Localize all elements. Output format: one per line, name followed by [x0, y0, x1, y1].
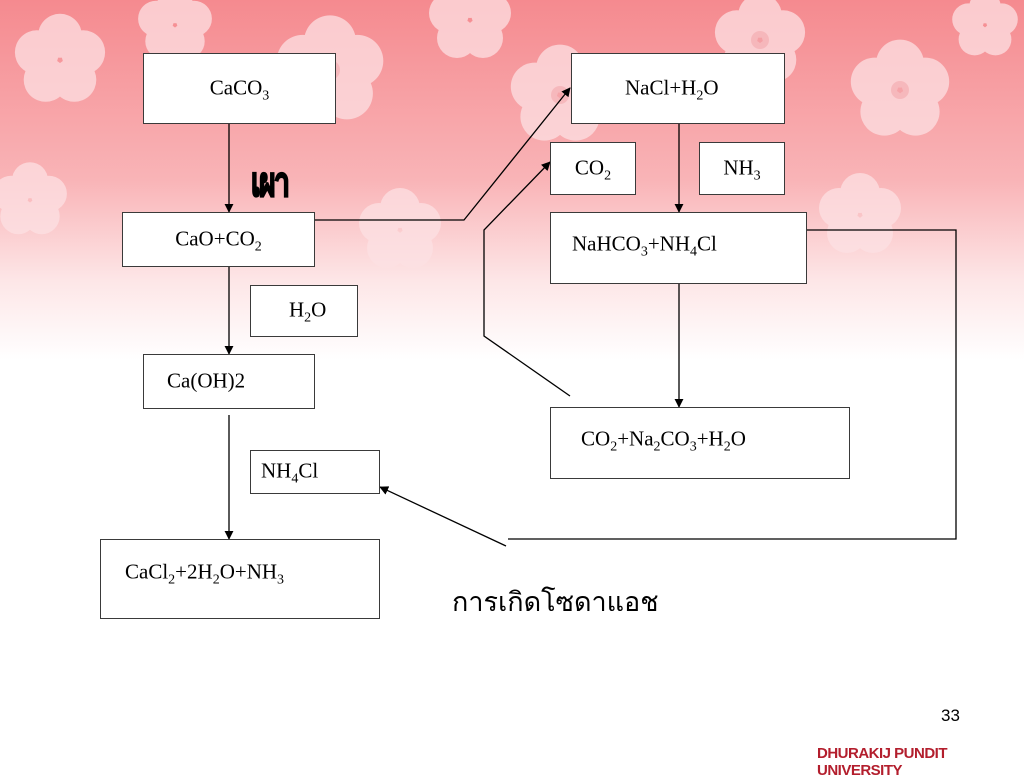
box-h2o: H2O [250, 285, 358, 337]
label-cacl2-a: CaCl [125, 559, 169, 583]
label-nacl-b: O [703, 74, 719, 99]
sub-nacl: 2 [696, 87, 704, 103]
label-caco3: CaCO [209, 74, 263, 99]
sub-products-3: 3 [689, 439, 697, 455]
arrow-co2-to-nacl [314, 87, 571, 221]
label-caoh2: Ca(OH)2 [167, 367, 246, 392]
label-products-c: CO [660, 426, 690, 451]
sub-nh3: 3 [753, 167, 761, 183]
label-products-a: CO [581, 426, 611, 451]
sub-h2o: 2 [304, 310, 312, 326]
label-nacl-a: NaCl+H [625, 74, 697, 99]
label-nahco3-c: Cl [697, 231, 717, 256]
label-h2o-b: O [311, 297, 327, 322]
box-cao-co2: CaO+CO2 [122, 212, 315, 267]
box-cacl2: CaCl2+2H2O+NH3 [100, 539, 380, 619]
label-products-e: O [730, 426, 746, 451]
sub-cao-co2: 2 [254, 238, 262, 254]
label-co2: CO [574, 154, 605, 179]
label-h2o-a: H [289, 297, 305, 322]
label-nh4cl-b: Cl [298, 458, 319, 483]
sub-co2: 2 [604, 167, 612, 183]
diagram-caption: การเกิดโซดาแอช [452, 587, 659, 618]
label-cacl2-c: O+NH [219, 559, 278, 583]
label-nahco3-b: +NH [647, 231, 691, 256]
sub-products-2: 2 [653, 439, 661, 455]
arrow-nh4cl-return [379, 486, 507, 547]
box-products: CO2+Na2CO3+H2O [550, 407, 850, 479]
sub-products-1: 2 [610, 439, 618, 455]
sub-cacl2-1: 2 [168, 572, 176, 587]
label-nh4cl-a: NH [261, 458, 292, 483]
sub-caco3: 3 [262, 87, 270, 103]
label-cao-co2: CaO+CO [175, 225, 255, 250]
box-nh4cl: NH4Cl [250, 450, 380, 494]
box-caoh2: Ca(OH)2 [143, 354, 315, 409]
label-nahco3-a: NaHCO [572, 231, 641, 256]
sub-nahco3-2: 4 [690, 244, 698, 260]
arrow-recycle-co2 [483, 161, 571, 397]
box-co2: CO2 [550, 142, 636, 195]
label-products-d: +H [696, 426, 724, 451]
sub-products-4: 2 [723, 439, 731, 455]
box-caco3: CaCO3 [143, 53, 336, 124]
sub-cacl2-3: 3 [277, 572, 285, 587]
sub-cacl2-2: 2 [212, 572, 220, 587]
box-nacl-h2o: NaCl+H2O [571, 53, 785, 124]
label-products-b: +Na [617, 426, 654, 451]
box-nahco3: NaHCO3+NH4Cl [550, 212, 807, 284]
sub-nh4cl: 4 [291, 471, 299, 487]
sub-nahco3-1: 3 [640, 244, 648, 260]
label-cacl2-b: +2H [175, 559, 213, 583]
university-footer: DHURAKIJ PUNDIT UNIVERSITY [817, 745, 948, 779]
burn-label: เผา [250, 159, 290, 207]
box-nh3: NH3 [699, 142, 785, 195]
page-number: 33 [941, 706, 960, 725]
label-nh3: NH [723, 154, 754, 179]
arrow-recycle-nh4cl [508, 229, 957, 540]
